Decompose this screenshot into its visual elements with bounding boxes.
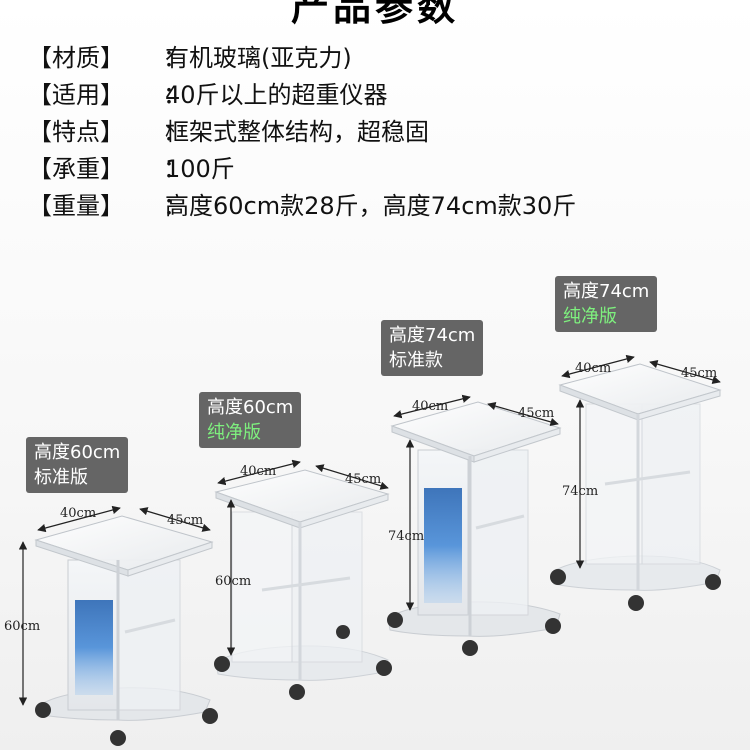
spec-value: 100斤 <box>165 155 235 183</box>
width-dimension-line <box>561 354 635 379</box>
cart-4: 40cm 45cm 74cm <box>550 354 722 611</box>
height-label: 60cm <box>215 574 251 589</box>
width-label: 40cm <box>412 399 448 414</box>
height-label: 74cm <box>388 529 424 544</box>
spec-key: 【材质】 <box>28 44 124 72</box>
spec-value: 高度60cm款28斤，高度74cm款30斤 <box>165 192 577 220</box>
model-badge-height: 高度74cm <box>389 325 476 346</box>
water-splash-image <box>75 600 113 695</box>
spec-row-feature: 【特点】：框架式整体结构，超稳固 <box>28 114 576 151</box>
spec-row-load: 【承重】：100斤 <box>28 151 576 188</box>
spec-value: 框架式整体结构，超稳固 <box>165 118 429 146</box>
water-splash-image <box>424 488 462 603</box>
wheel-icon <box>387 612 403 628</box>
height-label: 74cm <box>562 484 598 499</box>
cart-3: 40cm 45cm 74cm <box>387 394 562 656</box>
model-badge-version: 标准款 <box>389 350 443 371</box>
wheel-icon <box>376 660 392 676</box>
cart-1: 40cm 45cm 60cm <box>4 505 218 746</box>
width-dimension-line <box>393 394 471 419</box>
wheel-icon <box>336 625 350 639</box>
wheel-icon <box>110 730 126 746</box>
cart-2: 40cm 45cm 60cm <box>214 459 392 700</box>
spec-key: 【承重】 <box>28 155 124 183</box>
model-badge-2: 高度60cm 纯净版 <box>199 392 302 448</box>
model-badge-3: 高度74cm 标准款 <box>381 320 484 376</box>
spec-value: 40斤以上的超重仪器 <box>165 81 388 109</box>
model-badge-version: 纯净版 <box>207 422 261 443</box>
spec-row-weight: 【重量】：高度60cm款28斤，高度74cm款30斤 <box>28 188 576 225</box>
model-badge-height: 高度60cm <box>34 442 121 463</box>
depth-label: 45cm <box>681 366 717 381</box>
wheel-icon <box>35 702 51 718</box>
spec-key: 【特点】 <box>28 118 124 146</box>
wheel-icon <box>545 618 561 634</box>
spec-row-usage: 【适用】：40斤以上的超重仪器 <box>28 77 576 114</box>
width-label: 40cm <box>60 506 96 521</box>
wheel-icon <box>214 656 230 672</box>
wheel-icon <box>289 684 305 700</box>
width-dimension-line <box>37 505 121 533</box>
wheel-icon <box>202 708 218 724</box>
spec-list: 【材质】：有机玻璃(亚克力) 【适用】：40斤以上的超重仪器 【特点】：框架式整… <box>28 40 576 225</box>
wheel-icon <box>628 595 644 611</box>
model-badge-version: 纯净版 <box>563 306 617 327</box>
depth-label: 45cm <box>345 472 381 487</box>
depth-label: 45cm <box>167 513 203 528</box>
model-badge-height: 高度74cm <box>563 281 650 302</box>
spec-row-material: 【材质】：有机玻璃(亚克力) <box>28 40 576 77</box>
width-label: 40cm <box>240 464 276 479</box>
width-dimension-line <box>217 459 301 486</box>
spec-key: 【适用】 <box>28 81 124 109</box>
wheel-icon <box>705 574 721 590</box>
spec-value: 有机玻璃(亚克力) <box>165 44 352 72</box>
depth-dimension-line <box>139 507 211 532</box>
model-badge-version: 标准版 <box>34 467 88 488</box>
depth-dimension-line <box>649 360 721 384</box>
model-badge-4: 高度74cm 纯净版 <box>555 276 658 332</box>
height-label: 60cm <box>4 619 40 634</box>
depth-label: 45cm <box>518 406 554 421</box>
spec-key: 【重量】 <box>28 192 124 220</box>
wheel-icon <box>462 640 478 656</box>
wheel-icon <box>550 569 566 585</box>
page-title: 产品参数 <box>290 0 459 29</box>
depth-dimension-line <box>315 464 389 490</box>
width-label: 40cm <box>575 361 611 376</box>
model-badge-height: 高度60cm <box>207 397 294 418</box>
model-badge-1: 高度60cm 标准版 <box>26 437 129 493</box>
depth-dimension-line <box>487 402 559 426</box>
